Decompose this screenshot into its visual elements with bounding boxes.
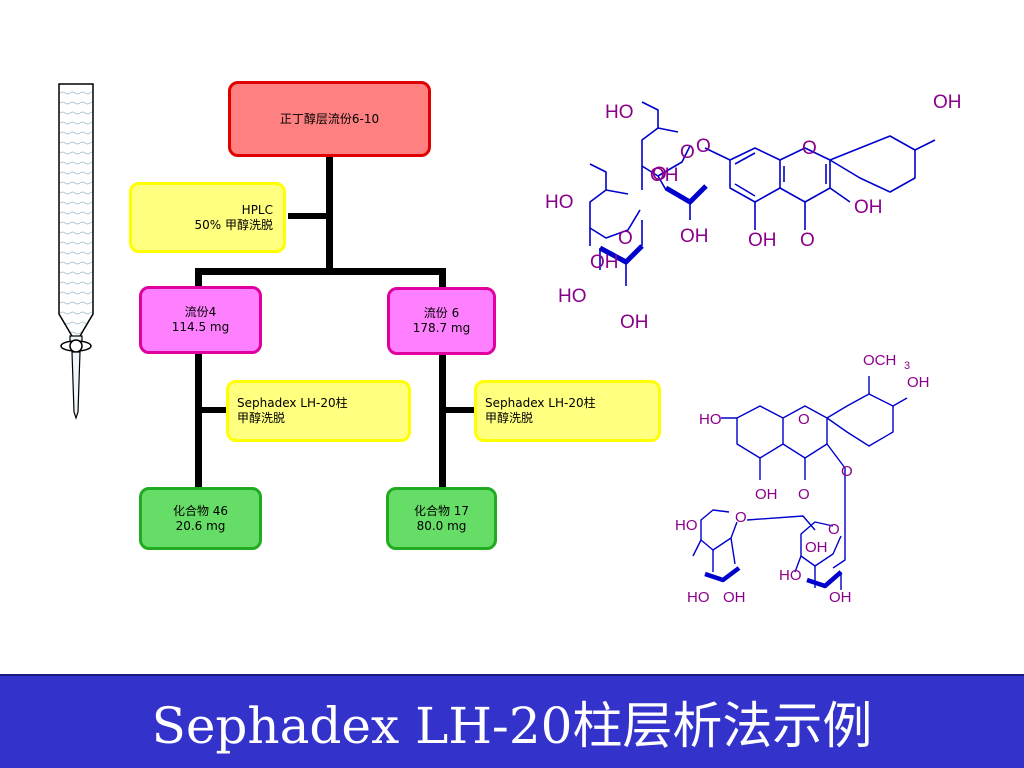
- s1-label-13: OH: [590, 252, 619, 273]
- s1-label-8: OH: [854, 197, 883, 218]
- s2-label-9: O: [735, 509, 747, 526]
- compound-right-mass: 80.0 mg: [416, 518, 467, 533]
- fraction-left-name: 流份4: [184, 305, 217, 319]
- s1-label-1: O: [680, 142, 695, 163]
- s2-label-7: O: [798, 486, 810, 503]
- flow-line-left-branch: [200, 407, 228, 413]
- s1-label-15: OH: [620, 312, 649, 333]
- s2-label-2: OH: [907, 374, 930, 391]
- s1-label-6: O: [652, 164, 667, 185]
- structure-1: HO O O O OH HO O OH OH O OH OH O OH HO O…: [545, 92, 962, 333]
- elution-left-box: Sephadex LH-20柱 甲醇洗脱: [226, 380, 411, 442]
- elution-right-column: Sephadex LH-20柱: [485, 396, 596, 410]
- s2-label-15: OH: [829, 589, 852, 606]
- s2-label-1: 3: [904, 360, 910, 372]
- s1-label-12: O: [800, 230, 815, 251]
- flow-line-main: [326, 156, 333, 272]
- elution-left-solvent: 甲醇洗脱: [237, 411, 286, 425]
- start-box: 正丁醇层流份6-10: [228, 81, 431, 157]
- s2-label-6: OH: [755, 486, 778, 503]
- s1-label-4: OH: [933, 92, 962, 113]
- flow-line-split-left: [195, 268, 202, 290]
- s1-label-0: HO: [605, 102, 634, 123]
- column-illustration: [58, 83, 94, 420]
- s2-label-12: HO: [779, 567, 802, 584]
- hplc-box: HPLC 50% 甲醇洗脱: [129, 182, 286, 253]
- s1-label-5: HO: [545, 192, 574, 213]
- flow-line-split: [195, 268, 445, 275]
- fraction-left-mass: 114.5 mg: [171, 320, 230, 334]
- hplc-label: HPLC: [241, 202, 273, 217]
- fraction-right-name: 流份 6: [423, 306, 460, 320]
- s1-label-14: HO: [558, 286, 587, 307]
- fraction-right-box: 流份 6 178.7 mg: [387, 287, 496, 355]
- s2-label-5: O: [841, 463, 853, 480]
- fraction-right-mass: 178.7 mg: [412, 321, 471, 335]
- compound-left-box: 化合物 46 20.6 mg: [139, 487, 262, 550]
- s2-label-14: OH: [723, 589, 746, 606]
- s2-label-11: OH: [805, 539, 828, 556]
- compound-left-name: 化合物 46: [172, 503, 229, 518]
- flow-line-right-down: [439, 355, 446, 488]
- flow-line-right-branch: [444, 407, 474, 413]
- structure-2: OCH 3 OH HO O O OH O HO O O OH HO HO OH …: [675, 352, 930, 606]
- elution-right-box: Sephadex LH-20柱 甲醇洗脱: [474, 380, 661, 442]
- fraction-left-box: 流份4 114.5 mg: [139, 286, 262, 354]
- title-bar: Sephadex LH-20柱层析法示例: [0, 674, 1024, 768]
- compound-right-name: 化合物 17: [413, 503, 470, 518]
- slide-title: Sephadex LH-20柱层析法示例: [151, 697, 873, 755]
- s1-label-3: O: [802, 138, 817, 159]
- compound-left-mass: 20.6 mg: [175, 518, 226, 533]
- flow-line-split-right: [439, 268, 446, 290]
- s1-label-7: OH: [650, 165, 679, 186]
- start-label: 正丁醇层流份6-10: [279, 111, 380, 126]
- s2-label-8: HO: [675, 517, 698, 534]
- elution-right-solvent: 甲醇洗脱: [485, 411, 534, 425]
- s1-label-2: O: [696, 136, 711, 157]
- flow-line-hplc-branch: [288, 213, 328, 219]
- compound-right-box: 化合物 17 80.0 mg: [386, 487, 497, 550]
- s2-label-4: O: [798, 411, 810, 428]
- s1-label-11: OH: [748, 230, 777, 251]
- s2-label-10: O: [828, 521, 840, 538]
- flow-line-left-down: [195, 354, 202, 488]
- s1-label-10: OH: [680, 226, 709, 247]
- s1-label-9: O: [618, 228, 633, 249]
- s2-label-13: HO: [687, 589, 710, 606]
- s2-label-3: HO: [699, 411, 722, 428]
- s2-label-0: OCH: [863, 352, 896, 369]
- elution-left-column: Sephadex LH-20柱: [237, 396, 348, 410]
- hplc-elution-label: 50% 甲醇洗脱: [194, 217, 274, 232]
